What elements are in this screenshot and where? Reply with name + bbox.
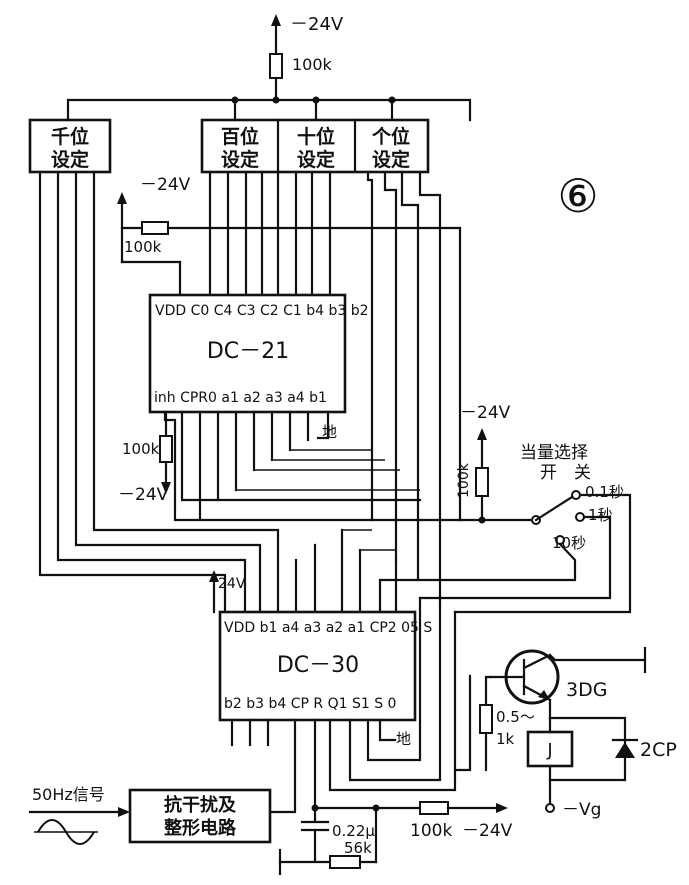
- top-resistor-label: 100k: [292, 55, 333, 74]
- thousands-label-1: 千位: [51, 125, 89, 148]
- signal-arrow-icon: [118, 807, 130, 817]
- dc21-pullup-group: －24V 100k: [117, 175, 462, 522]
- dc21-pullup-resistor: [141, 221, 169, 235]
- right-resistor: [475, 467, 489, 497]
- top-resistor: [269, 53, 283, 79]
- dc21-bottom-pins: inh CPR0 a1 a2 a3 a4 b1: [154, 390, 327, 406]
- transistor-driver: 3DG 0.5～ 1k J 2CP －Vg: [479, 646, 677, 820]
- tens-label-2: 设定: [297, 148, 335, 171]
- signal-input-label: 50Hz信号: [32, 785, 105, 804]
- units-label-1: 个位: [371, 125, 410, 148]
- dc21-ground-label: 地: [322, 423, 337, 441]
- switch-option-01s: 0.1秒: [585, 483, 624, 501]
- dc21-chip: VDD C0 C4 C3 C2 C1 b4 b3 b2 DC－21 inh CP…: [148, 293, 369, 414]
- dc30-top-pins: VDD b1 a4 a3 a2 a1 CP2 05 S: [224, 620, 432, 636]
- cap-resistor: [329, 855, 361, 869]
- bottom-supply-arrow-icon: [496, 803, 508, 813]
- left-resistor: [159, 435, 173, 463]
- bottom-supply-label: －24V: [462, 821, 513, 841]
- shaper-label-2: 整形电路: [163, 817, 237, 839]
- bottom-resistor-label: 100k: [410, 821, 452, 841]
- right-resistor-label: 100k: [456, 462, 472, 498]
- base-resistor-label-a: 0.5～: [496, 708, 535, 726]
- switch-title: 当量选择: [520, 443, 588, 463]
- dc21-supply-label: －24V: [140, 175, 191, 195]
- switch-option-10s: 10秒: [552, 534, 586, 552]
- hundreds-label-1: 百位: [221, 125, 259, 148]
- dc21-pullup-label: 100k: [124, 238, 162, 256]
- shaper-label-1: 抗干扰及: [164, 794, 237, 816]
- input-shaper-group: 50Hz信号 抗干扰及 整形电路: [28, 785, 272, 845]
- capacitor-label: 0.22μ: [332, 822, 375, 840]
- right-resistor-group: －24V 100k: [456, 403, 532, 524]
- dc30-bottom-pins: b2 b3 b4 CP R Q1 S1 S 0: [224, 696, 396, 712]
- left-supply-arrow-icon: [161, 482, 171, 494]
- left-supply-label: －24V: [118, 485, 169, 505]
- supply-arrow-icon: [271, 14, 281, 26]
- selector-switch: 当量选择 开 关 0.1秒 1秒 10秒: [378, 443, 632, 614]
- figure-number: ⑥: [557, 169, 598, 223]
- dc30-ground-label: 地: [396, 730, 411, 748]
- right-supply-label: －24V: [460, 403, 511, 423]
- transistor-label: 3DG: [566, 679, 607, 701]
- dc21-top-pins: VDD C0 C4 C3 C2 C1 b4 b3 b2: [155, 303, 369, 319]
- relay-label: J: [546, 740, 552, 761]
- base-resistor-label-b: 1k: [496, 730, 515, 748]
- dc30-supply-label: 24V: [218, 576, 246, 592]
- tens-label-1: 十位: [297, 125, 335, 148]
- top-supply-group: －24V 100k: [66, 14, 472, 122]
- bottom-rc-network: 0.22μ 56k 100k －24V: [278, 801, 513, 876]
- dc30-chip: VDD b1 a4 a3 a2 a1 CP2 05 S DC－30 b2 b3 …: [218, 610, 432, 722]
- dc30-input-wires: 24V: [209, 528, 398, 614]
- right-supply-arrow-icon: [477, 428, 487, 440]
- diode-icon: [615, 742, 635, 758]
- left-resistor-group: 100k －24V: [118, 410, 173, 505]
- shaper-box: [128, 788, 272, 844]
- hundreds-tens-units-setting-box: 百位 设定 十位 设定 个位 设定: [200, 118, 430, 174]
- base-resistor: [479, 704, 493, 734]
- setting-to-dc21-wires: [208, 170, 442, 602]
- dc30-name: DC－30: [277, 653, 359, 678]
- cap-resistor-label: 56k: [344, 839, 372, 857]
- dc30-supply-arrow-icon: [209, 570, 219, 582]
- relay-supply-label: －Vg: [562, 800, 601, 820]
- units-label-2: 设定: [372, 148, 410, 171]
- dc21-supply-arrow-icon: [117, 192, 127, 204]
- thousands-label-2: 设定: [51, 148, 89, 171]
- dc21-name: DC－21: [207, 339, 289, 364]
- thousands-setting-box: 千位 设定: [28, 118, 112, 174]
- hundreds-label-2: 设定: [221, 148, 259, 171]
- diode-label: 2CP: [640, 739, 677, 761]
- switch-option-1s: 1秒: [588, 506, 613, 524]
- left-resistor-label: 100k: [122, 440, 160, 458]
- dc21-output-wires: 地: [163, 410, 462, 522]
- bottom-resistor: [419, 801, 449, 815]
- top-supply-label: －24V: [290, 14, 344, 35]
- switch-subtitle: 开 关: [540, 463, 591, 483]
- thousands-bus-wires: [38, 170, 280, 614]
